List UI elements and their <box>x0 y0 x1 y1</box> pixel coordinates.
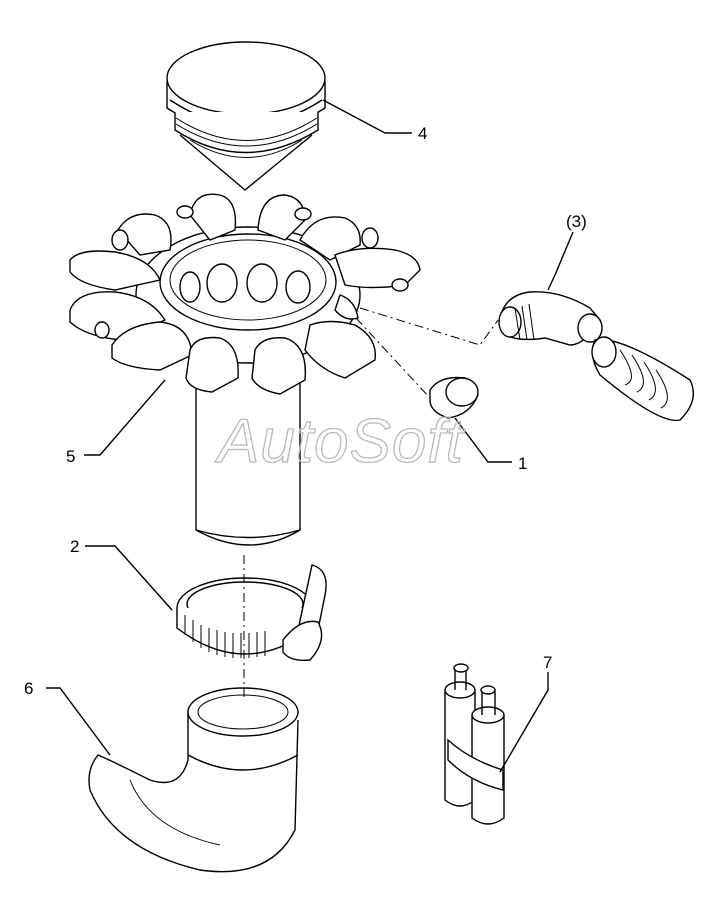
nozzle-11 <box>251 337 307 395</box>
nozzle-4 <box>299 216 379 261</box>
nozzle-1 <box>176 193 237 241</box>
nozzle-2 <box>257 194 312 241</box>
relation-lines <box>243 307 499 700</box>
part-3-elbow <box>498 291 603 346</box>
callout-4: 4 <box>418 124 427 143</box>
callout-5: 5 <box>66 447 75 466</box>
part-4-cap <box>166 41 326 191</box>
leader-lines <box>46 99 574 773</box>
callout-7: 7 <box>543 653 552 672</box>
part-7-twin-cylinders <box>444 663 505 825</box>
nozzle-3 <box>111 213 172 256</box>
callout-3: (3) <box>566 212 587 231</box>
callout-2: 2 <box>70 537 79 556</box>
nozzle-5 <box>69 250 161 291</box>
nozzle-10 <box>185 336 239 393</box>
nozzle-6 <box>334 247 421 292</box>
nozzle-9 <box>304 320 377 379</box>
part-3-spring <box>591 336 694 422</box>
callout-1: 1 <box>518 454 527 473</box>
callout-6: 6 <box>24 679 33 698</box>
part-5-manifold <box>69 193 421 546</box>
callout-labels: 4 (3) 1 5 2 6 7 <box>24 124 587 698</box>
part-1-plug <box>429 376 479 419</box>
nozzle-8 <box>111 321 193 371</box>
part-2-clamp <box>176 564 327 662</box>
watermark-text: AutoSoft <box>214 407 466 476</box>
part-6-elbow-hose <box>88 687 299 873</box>
